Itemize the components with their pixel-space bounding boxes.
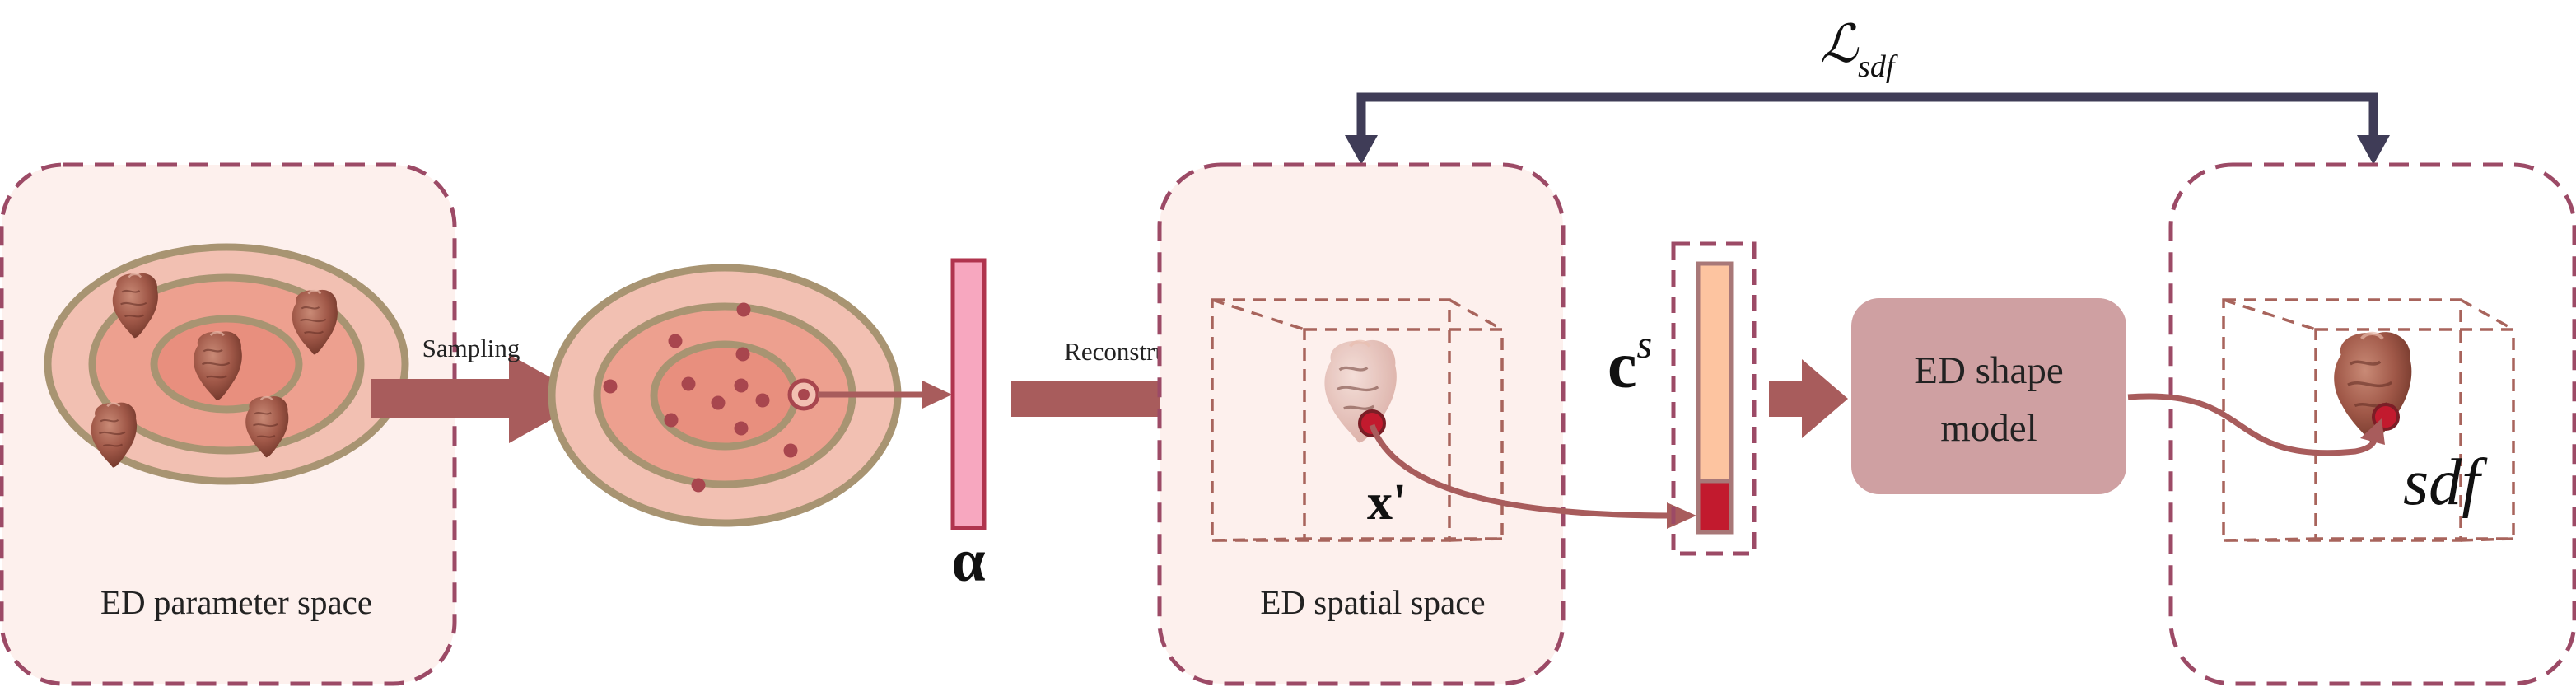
sdf-panel: sdf [2168, 162, 2576, 686]
shape-model-box: ED shape model [1851, 298, 2126, 494]
spatial-space-panel: x' ED spatial space [1157, 162, 1566, 686]
model-to-sdf-arrow [2127, 393, 2385, 456]
alpha-vector: α [950, 258, 987, 595]
code-to-model-arrow [1769, 359, 1848, 438]
shape-code-vector: cs [1608, 241, 1757, 556]
sdf-bounding-box [2222, 298, 2515, 542]
sampled-distribution [548, 264, 902, 527]
sampling-arrow: Sampling [371, 334, 589, 443]
code-symbol: cs [1608, 323, 1652, 402]
query-point [1358, 409, 1386, 437]
alpha-symbol: α [951, 527, 985, 595]
shape-model-line2: model [1940, 407, 2037, 450]
spatial-space-caption: ED spatial space [1260, 583, 1485, 621]
loss-symbol: ℒsdf [1820, 15, 1898, 84]
x-prime-symbol: x' [1367, 474, 1407, 530]
selected-sample-point [798, 389, 810, 400]
sample-to-alpha-arrow [818, 381, 952, 409]
parameter-space-panel: ED parameter space [0, 162, 457, 686]
parameter-space-caption: ED parameter space [100, 583, 372, 621]
sampling-label: Sampling [422, 334, 520, 362]
sdf-symbol: sdf [2403, 446, 2488, 519]
shape-model-line1: ED shape [1914, 349, 2063, 392]
loss-bracket: ℒsdf [1345, 15, 2390, 165]
spatial-bounding-box [1211, 298, 1504, 542]
sample-points [603, 302, 798, 493]
